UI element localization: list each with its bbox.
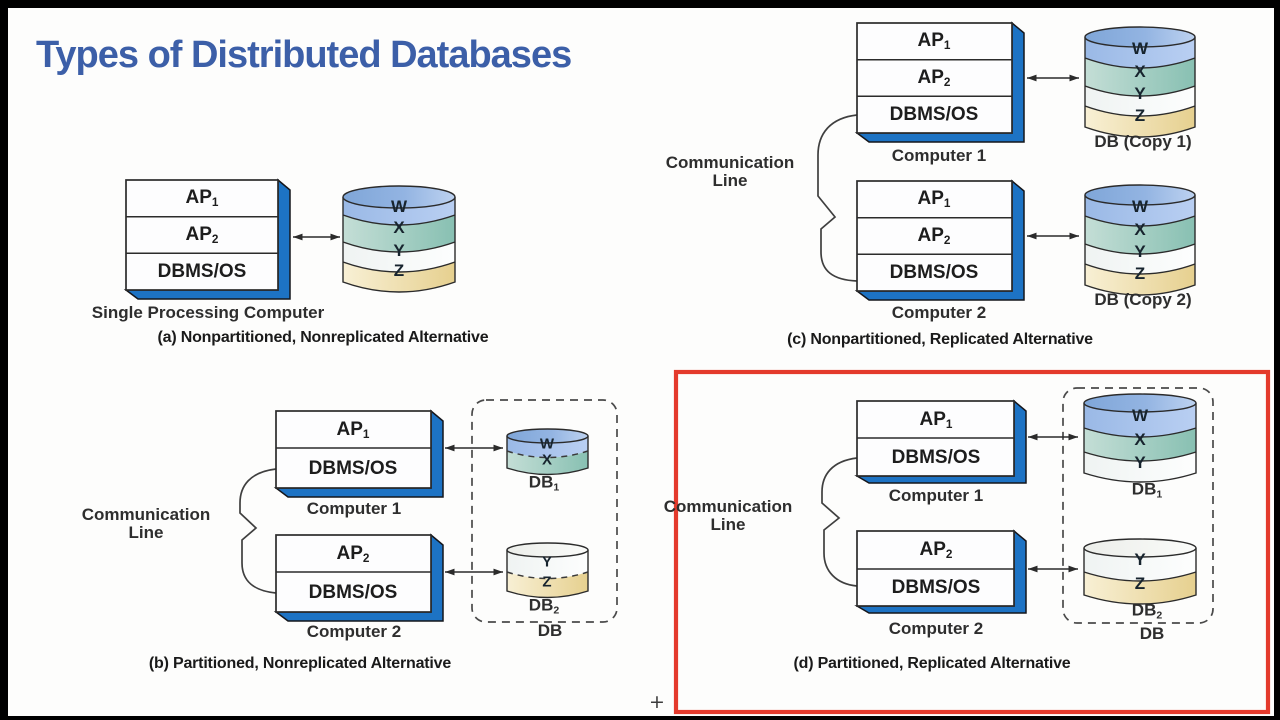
band-x-label: X <box>1134 62 1146 81</box>
db1-label: DB1 <box>1131 479 1163 501</box>
band-z-label: Z <box>393 261 405 280</box>
computer1-box <box>275 410 432 489</box>
band-x-label: X <box>1134 220 1146 239</box>
db-copy2-label: DB (Copy 2) <box>1094 290 1192 309</box>
communication-label: Communication <box>665 153 795 172</box>
communication-label: Communication <box>81 505 211 524</box>
band-y-label: Y <box>1134 84 1146 103</box>
dbms-os-label: DBMS/OS <box>889 104 979 125</box>
ap2-label: AP2 <box>336 543 370 565</box>
band-z-label: Z <box>542 573 552 591</box>
db1-label: DB1 <box>528 472 560 494</box>
band-w-label: W <box>390 197 408 216</box>
band-w-label: W <box>539 435 555 453</box>
slide-background <box>8 8 1274 716</box>
computer1-label: Computer 1 <box>306 499 402 518</box>
computer1-box <box>856 22 1013 134</box>
band-z-label: Z <box>1134 574 1146 593</box>
dbms-os-label: DBMS/OS <box>308 458 398 479</box>
band-y-label: Y <box>541 553 553 571</box>
db2-cylinder <box>506 542 589 599</box>
panel-c <box>817 21 1196 301</box>
db-group-dashed-outline <box>471 399 618 623</box>
band-y-label: Y <box>1134 242 1146 261</box>
dbms-os-label: DBMS/OS <box>157 261 247 282</box>
db-group-label: DB <box>537 621 563 640</box>
ap2-label: AP2 <box>917 225 951 247</box>
communication-line-connector <box>817 114 858 282</box>
computer2-label: Computer 2 <box>888 619 984 638</box>
dbms-os-label: DBMS/OS <box>891 447 981 468</box>
computer2-label: Computer 2 <box>891 303 987 322</box>
db-cylinder <box>342 185 456 293</box>
computer1-label: Computer 1 <box>888 486 984 505</box>
db2-label: DB2 <box>1131 600 1163 622</box>
computer2-label: Computer 2 <box>306 622 402 641</box>
ap1-label: AP1 <box>919 409 953 431</box>
caption-d: (d) Partitioned, Replicated Alternative <box>793 655 1071 672</box>
panel-b <box>239 399 618 623</box>
ap1-label: AP1 <box>917 30 951 52</box>
computer2-box <box>275 534 432 613</box>
db2-label: DB2 <box>528 595 560 617</box>
band-y-label: Y <box>1134 550 1146 569</box>
computer-box <box>125 179 279 291</box>
db-copy2-cylinder <box>1084 184 1196 296</box>
mouse-cursor-crosshair: + <box>649 691 665 713</box>
communication-line-label: Line <box>712 171 748 190</box>
ap2-label: AP2 <box>919 539 953 561</box>
page-title: Types of Distributed Databases <box>36 34 572 76</box>
band-x-label: X <box>541 451 553 469</box>
dbms-os-label: DBMS/OS <box>891 577 981 598</box>
caption-c: (c) Nonpartitioned, Replicated Alternati… <box>787 331 1093 348</box>
communication-line-connector <box>821 457 858 587</box>
band-w-label: W <box>1131 406 1149 425</box>
band-w-label: W <box>1131 39 1149 58</box>
band-y-label: Y <box>393 241 405 260</box>
db-group-label: DB <box>1139 624 1165 643</box>
communication-label: Communication <box>663 497 793 516</box>
computer2-box <box>856 180 1013 292</box>
ap2-label: AP2 <box>185 224 219 246</box>
db1-cylinder <box>506 428 589 476</box>
panel-d <box>673 369 1271 715</box>
communication-line-connector <box>239 468 277 594</box>
db2-cylinder <box>1083 538 1197 605</box>
highlight-box <box>673 369 1271 715</box>
panel-a <box>123 178 456 300</box>
dbms-os-label: DBMS/OS <box>889 262 979 283</box>
db-copy1-label: DB (Copy 1) <box>1094 132 1192 151</box>
ap1-label: AP1 <box>185 187 219 209</box>
single-computer-label: Single Processing Computer <box>91 303 325 322</box>
band-x-label: X <box>393 218 405 237</box>
caption-b: (b) Partitioned, Nonreplicated Alternati… <box>148 655 452 672</box>
ap1-label: AP1 <box>336 419 370 441</box>
dbms-os-label: DBMS/OS <box>308 582 398 603</box>
ap1-label: AP1 <box>917 188 951 210</box>
db1-cylinder <box>1083 393 1197 483</box>
communication-line-label: Line <box>710 515 746 534</box>
band-w-label: W <box>1131 197 1149 216</box>
communication-line-label: Line <box>128 523 164 542</box>
ap2-label: AP2 <box>917 67 951 89</box>
db-copy1-cylinder <box>1084 26 1196 138</box>
caption-a: (a) Nonpartitioned, Nonreplicated Altern… <box>157 329 489 346</box>
band-z-label: Z <box>1134 264 1146 283</box>
band-z-label: Z <box>1134 106 1146 125</box>
band-y-label: Y <box>1134 453 1146 472</box>
computer1-label: Computer 1 <box>891 146 987 165</box>
db-group-dashed-outline <box>1062 387 1214 624</box>
band-x-label: X <box>1134 430 1146 449</box>
